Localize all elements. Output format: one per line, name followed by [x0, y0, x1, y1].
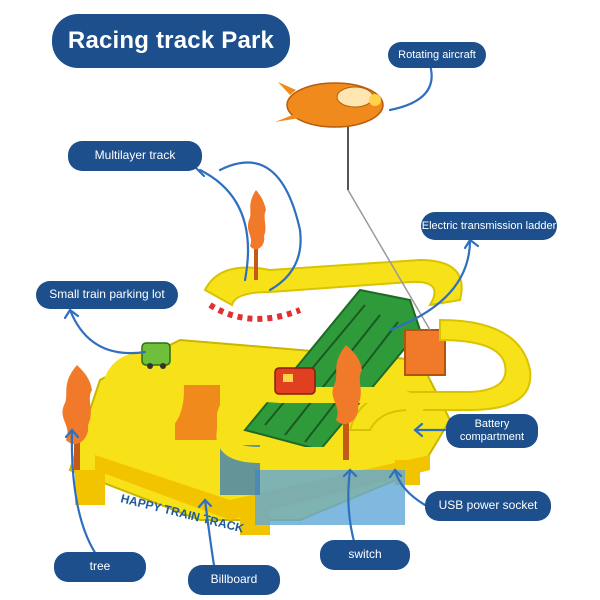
arrow-usb	[393, 468, 427, 507]
label-multilayer-track: Multilayer track	[68, 141, 202, 171]
page-title: Racing track Park	[52, 14, 290, 68]
label-usb-socket: USB power socket	[425, 491, 551, 521]
arrow-ladder	[388, 238, 472, 332]
arrow-multilayer	[198, 168, 250, 282]
arrow-parking	[68, 308, 147, 355]
aircraft-icon	[275, 82, 431, 331]
label-switch: switch	[320, 540, 410, 570]
arrow-aircraft	[388, 63, 433, 112]
label-rotating-aircraft: Rotating aircraft	[388, 42, 486, 68]
label-battery-compartment: Battery compartment	[446, 414, 538, 448]
small-train-red	[274, 367, 316, 395]
label-electric-ladder: Electric transmission ladder	[421, 212, 557, 240]
label-parking-lot: Small train parking lot	[36, 281, 178, 309]
label-billboard: Billboard	[188, 565, 280, 595]
arrow-tree	[70, 428, 102, 562]
arrow-switch	[347, 468, 357, 547]
lower-track	[101, 350, 424, 463]
tree-top	[247, 190, 266, 280]
electric-ladder	[243, 288, 446, 452]
small-train-green	[141, 342, 171, 369]
label-tree: tree	[54, 552, 146, 582]
tree-right	[332, 345, 362, 460]
arrow-multilayer-2	[218, 161, 302, 292]
